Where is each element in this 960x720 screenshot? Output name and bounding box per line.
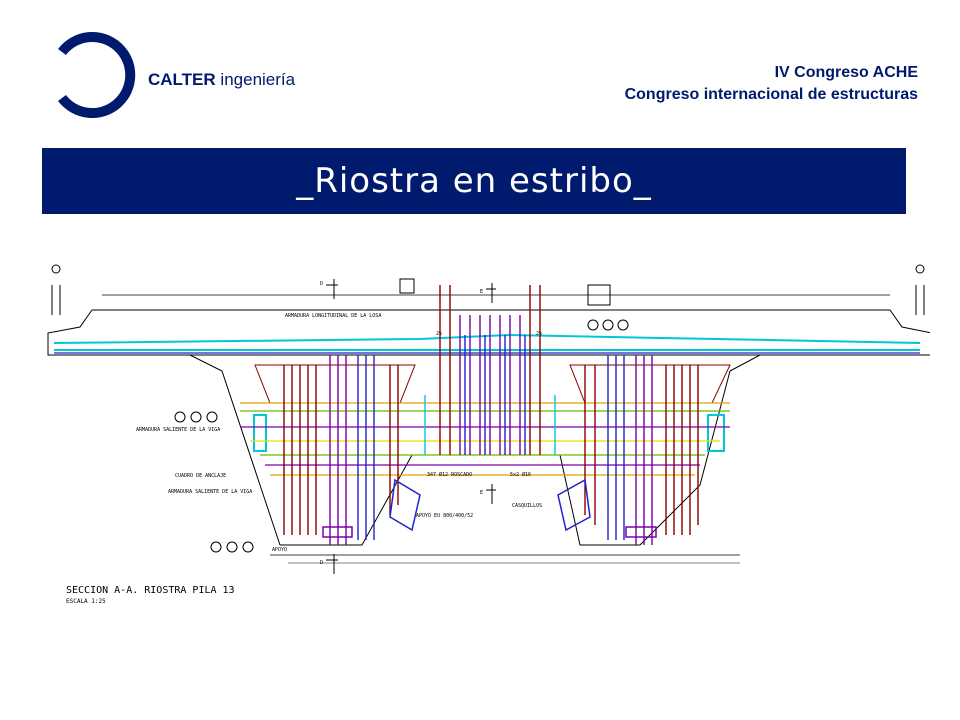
label-armadura-longitudinal: ARMADURA LONGITUDINAL DE LA LOSA [285, 313, 381, 319]
vertical-rebars-left [283, 355, 399, 545]
riostra-section-drawing: D E E D ARMADURA LONGITUDINAL DE LA LOSA… [47, 264, 930, 574]
label-cuadro-anclaje: CUADRO DE ANCLAJE [175, 473, 226, 479]
conference-info: IV Congreso ACHE Congreso internacional … [625, 62, 918, 106]
label-bars-1: 347 Ø12 ROSCADO [427, 471, 472, 478]
section-mark-d-lower: D [320, 560, 323, 566]
label-casquillos: CASQUILLOS [512, 503, 542, 509]
calter-logo-icon [58, 32, 136, 118]
label-armadura-saliente-1: ARMADURA SALIENTE DE LA VIGA [136, 427, 220, 433]
drawing-caption: SECCION A-A. RIOSTRA PILA 13 ESCALA 1:25 [66, 585, 235, 607]
section-mark-e: E [480, 289, 483, 295]
bearing-left [322, 478, 421, 538]
deck-outline [47, 264, 930, 564]
vertical-rebars-center [424, 285, 556, 455]
caption-title: SECCION A-A. RIOSTRA PILA 13 [66, 585, 235, 596]
title-banner: _Riostra en estribo_ [42, 148, 906, 214]
label-apoyo-2: APOYO [272, 547, 287, 553]
section-mark-d: D [320, 281, 323, 287]
label-slope-1: 2% [436, 331, 442, 337]
company-name: CALTER ingeniería [148, 70, 295, 90]
bearing-right [557, 478, 657, 538]
company-name-strong: CALTER [148, 70, 216, 89]
label-armadura-saliente-2: ARMADURA SALIENTE DE LA VIGA [168, 489, 252, 495]
conference-subtitle: Congreso internacional de estructuras [624, 86, 918, 103]
caption-scale: ESCALA 1:25 [66, 598, 106, 605]
vertical-rebars-right [584, 355, 699, 545]
conference-title: IV Congreso ACHE [774, 64, 918, 81]
label-bars-2: 5x2 Ø16 [510, 471, 531, 478]
label-apoyo-1: APOYO EU 800/400/52 [416, 513, 473, 519]
section-marks [174, 278, 629, 574]
slide-title: _Riostra en estribo_ [296, 161, 652, 201]
label-slope-2: 2% [536, 331, 542, 337]
company-name-light: ingeniería [220, 70, 296, 89]
section-mark-e-lower: E [480, 490, 483, 496]
